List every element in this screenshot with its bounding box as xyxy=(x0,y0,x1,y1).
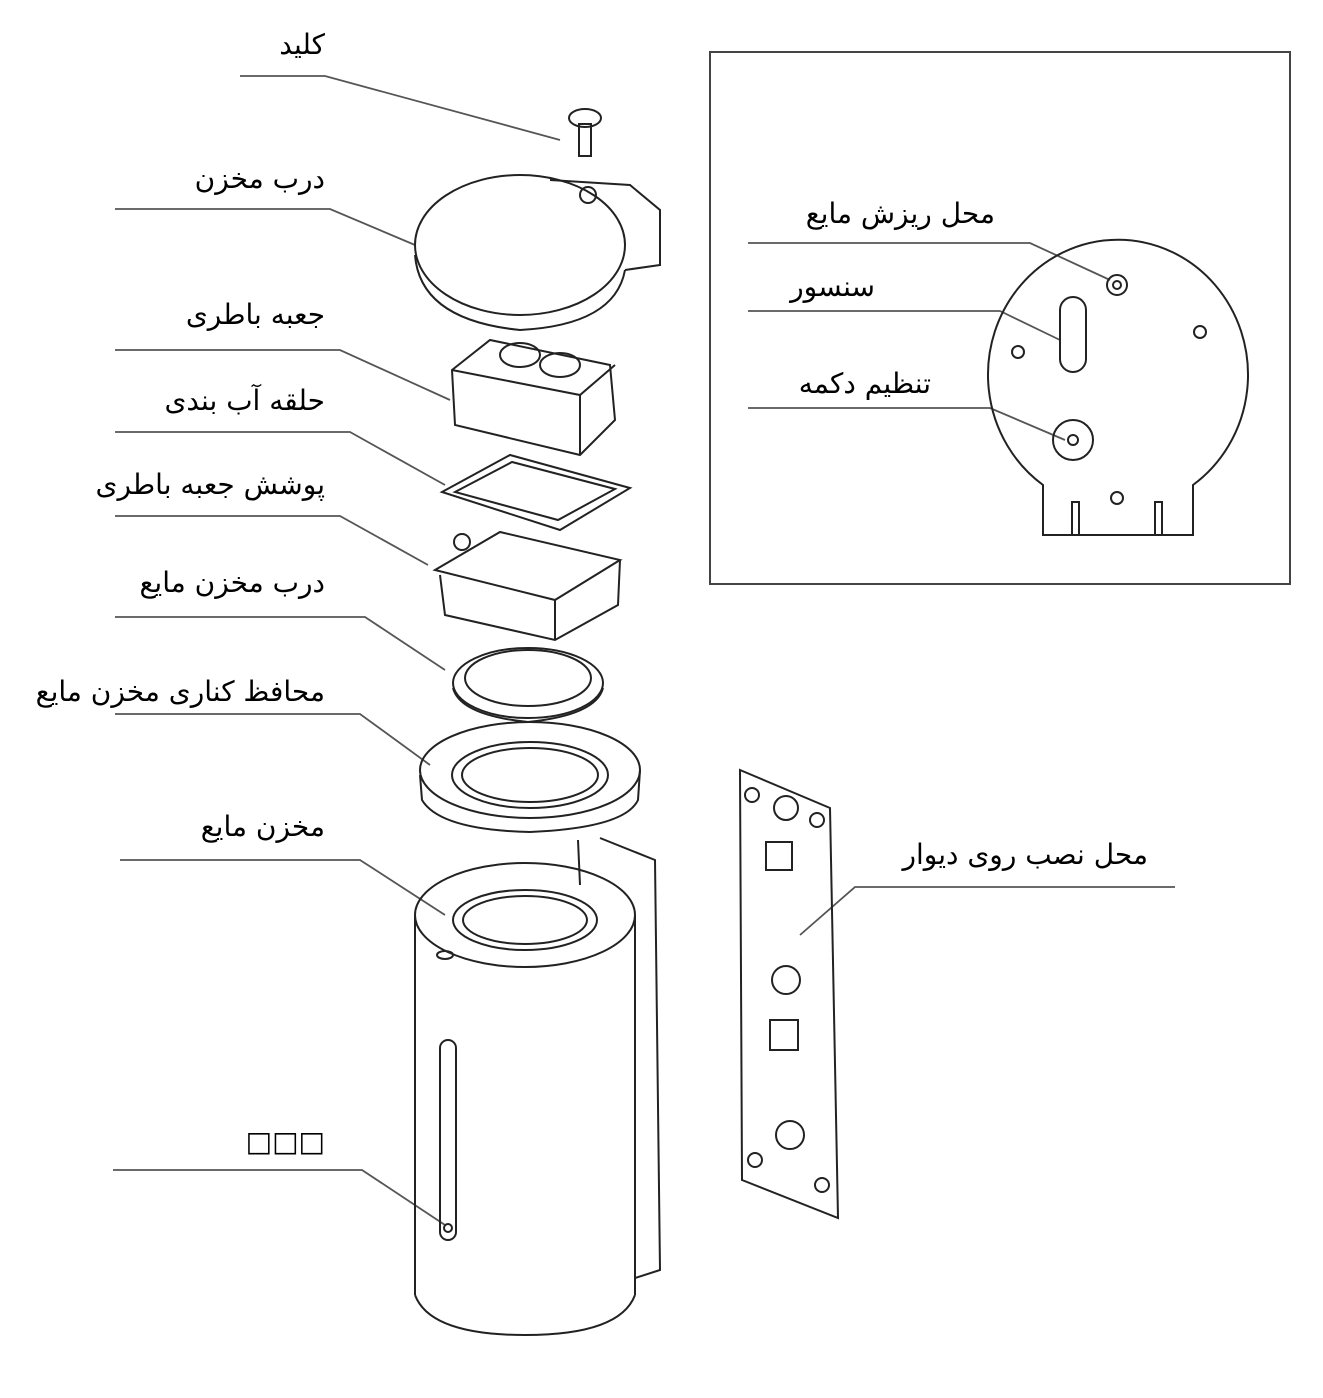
battery-cover-part xyxy=(432,530,623,642)
label-battery-box-cover: پوشش جعبه باطری xyxy=(95,468,325,501)
side-guard-part xyxy=(419,721,641,834)
label-liquid-outlet: محل ریزش مایع xyxy=(805,197,995,230)
label-button-setting: تنظیم دکمه xyxy=(798,367,931,400)
label-sensor: سنسور xyxy=(790,270,875,303)
wall-plate-part xyxy=(738,768,840,1220)
label-battery-box: جعبه باطری xyxy=(185,298,325,331)
label-sealing-ring: حلقه آب بندی xyxy=(164,384,325,417)
label-tank-side-guard: محافظ کناری مخزن مایع xyxy=(35,675,325,708)
liquid-tank-lid-part xyxy=(452,647,604,724)
key-part xyxy=(568,108,602,157)
leader-lines xyxy=(113,75,1175,1226)
bottom-view-part xyxy=(987,238,1249,536)
label-key: کلید xyxy=(279,28,325,61)
label-liquid-tank-lid: درب مخزن مایع xyxy=(139,566,325,599)
label-unknown-part: □□□ xyxy=(245,1125,325,1158)
label-wall-mount: محل نصب روی دیوار xyxy=(902,838,1148,871)
detail-frame xyxy=(709,51,1291,585)
sealing-ring-part xyxy=(439,453,633,532)
label-tank-lid: درب مخزن xyxy=(194,162,325,195)
battery-box-part xyxy=(450,338,617,457)
tank-lid-part xyxy=(414,174,661,332)
liquid-tank-part xyxy=(414,837,662,1337)
label-liquid-tank: مخزن مایع xyxy=(200,810,325,843)
